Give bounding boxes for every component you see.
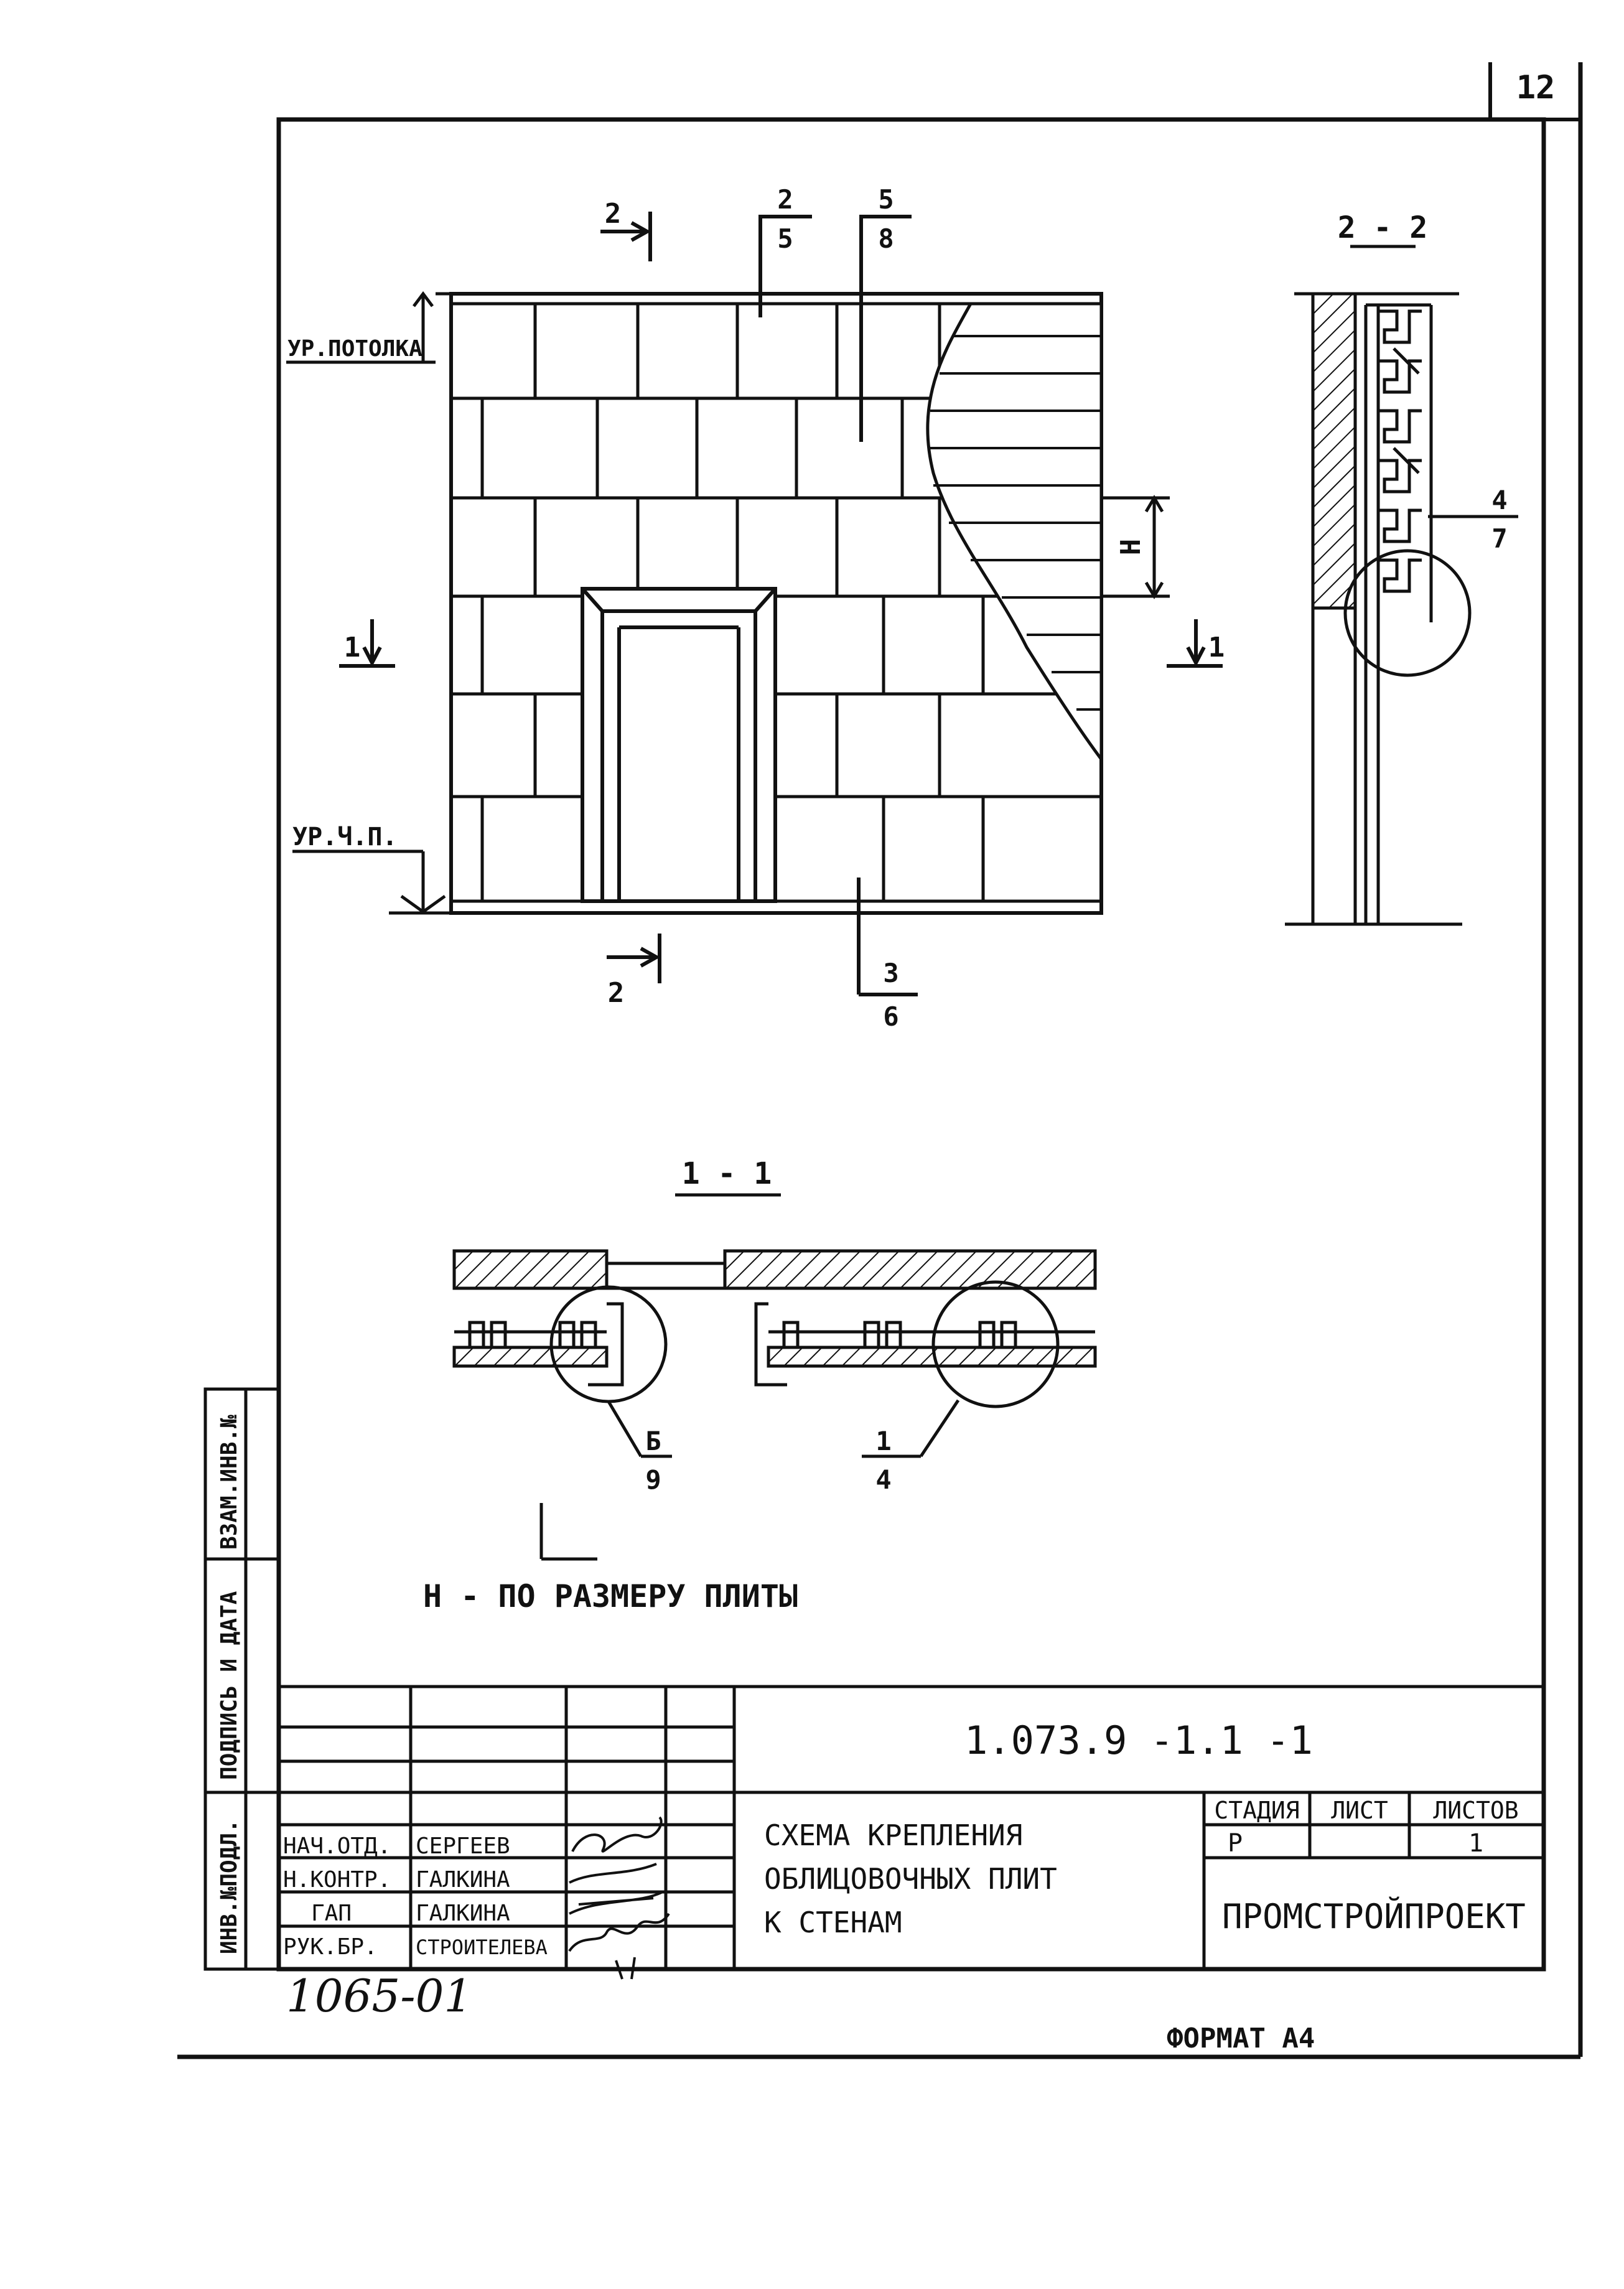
callout-bottom-num: 3 [883,958,898,988]
value-stage: Р [1228,1829,1243,1858]
panel-joints [480,304,985,901]
section-cut-2-bottom-label: 2 [608,977,625,1009]
note-text: Н - ПО РАЗМЕРУ ПЛИТЫ [423,1578,798,1614]
title-block [279,1685,1544,1969]
sheet-frame [177,62,1583,2059]
level-floor-label: УР.Ч.П. [292,823,398,851]
document-code: 1.073.9 -1.1 -1 [964,1718,1313,1763]
drawing-title-line-1: СХЕМА КРЕПЛЕНИЯ [764,1819,1022,1852]
dimension-h [1101,495,1170,599]
cutaway-lines [930,335,1101,711]
sign-name-4: СТРОИТЕЛЕВА [416,1936,548,1959]
level-floor-mark [292,850,451,915]
callout-top-1 [758,215,812,317]
elevation-view: УР.ПОТОЛКА УР.Ч.П. Н 2 [286,184,1225,1032]
section-cut-2-bottom [607,934,661,983]
section-2-2-callout-num: 4 [1491,485,1507,515]
sign-name-3: ГАЛКИНА [416,1901,510,1926]
section-2-2-view: 2 - 2 4 7 [1285,210,1518,926]
sign-role-2: Н.КОНТР. [283,1867,391,1893]
callout-top-2-num: 5 [878,184,894,215]
sign-role-3: ГАП [311,1901,352,1926]
level-ceiling-label: УР.ПОТОЛКА [287,336,422,362]
callout-top-1-num: 2 [777,184,793,215]
callout-top-2-sheet: 8 [878,223,894,254]
section-1-1-callout-left-sheet: 9 [645,1464,661,1495]
section-2-2-title: 2 - 2 [1338,210,1428,245]
side-stamp [203,1387,281,1971]
section-1-1-view: 1 - 1 [452,1156,1097,1495]
stamp-inv-podl: ИНВ.№ПОДЛ. [217,1819,242,1954]
sign-role-4: РУК.БР. [283,1934,378,1960]
dimension-h-label: Н [1115,539,1147,556]
header-sheet: ЛИСТ [1331,1797,1388,1824]
format-label: ФОРМАТ А4 [1167,2023,1315,2054]
callout-top-2 [859,215,912,442]
section-1-1-callout-right-sheet: 4 [875,1464,891,1495]
note-marker [539,1503,597,1561]
section-cut-1-left-label: 1 [344,632,361,663]
sheet-number: 12 [1516,69,1556,106]
cutaway-wall [926,302,1103,764]
section-1-1-callout-left-num: Б [645,1426,661,1456]
section-2-2-callout-sheet: 7 [1491,523,1507,554]
organization-name: ПРОМСТРОЙПРОЕКТ [1222,1897,1526,1936]
section-2-2-geometry [1285,292,1518,926]
callout-bottom [857,878,918,996]
section-1-1-title: 1 - 1 [682,1156,772,1191]
section-cut-1-left [339,619,395,668]
sign-role-1: НАЧ.ОТД. [283,1833,391,1859]
drawing-title-line-2: ОБЛИЦОВОЧНЫХ ПЛИТ [764,1862,1057,1896]
value-sheets: 1 [1468,1829,1483,1858]
section-1-1-callout-right-num: 1 [875,1426,891,1456]
stamp-podpis: ПОДПИСЬ И ДАТА [217,1591,242,1780]
signature-scribbles [568,1816,670,1980]
handwritten-number: 1065-01 [286,1970,472,2022]
section-cut-2-top-label: 2 [605,198,622,230]
section-cut-2-top [600,212,652,261]
door-opening [581,587,777,903]
header-stage: СТАДИЯ [1214,1797,1299,1824]
level-ceiling-mark [286,291,451,364]
callout-top-1-sheet: 5 [777,223,793,254]
drawing-title-line-3: К СТЕНАМ [764,1906,902,1939]
header-sheets: ЛИСТОВ [1433,1797,1518,1824]
section-1-1-geometry [452,1249,1097,1458]
callout-bottom-sheet: 6 [883,1001,898,1032]
section-cut-1-right [1167,619,1223,668]
sign-name-1: СЕРГЕЕВ [416,1833,510,1859]
sign-name-2: ГАЛКИНА [416,1867,510,1893]
stamp-vzam: ВЗАМ.ИНВ.№ [217,1415,242,1550]
section-cut-1-right-label: 1 [1208,632,1225,663]
